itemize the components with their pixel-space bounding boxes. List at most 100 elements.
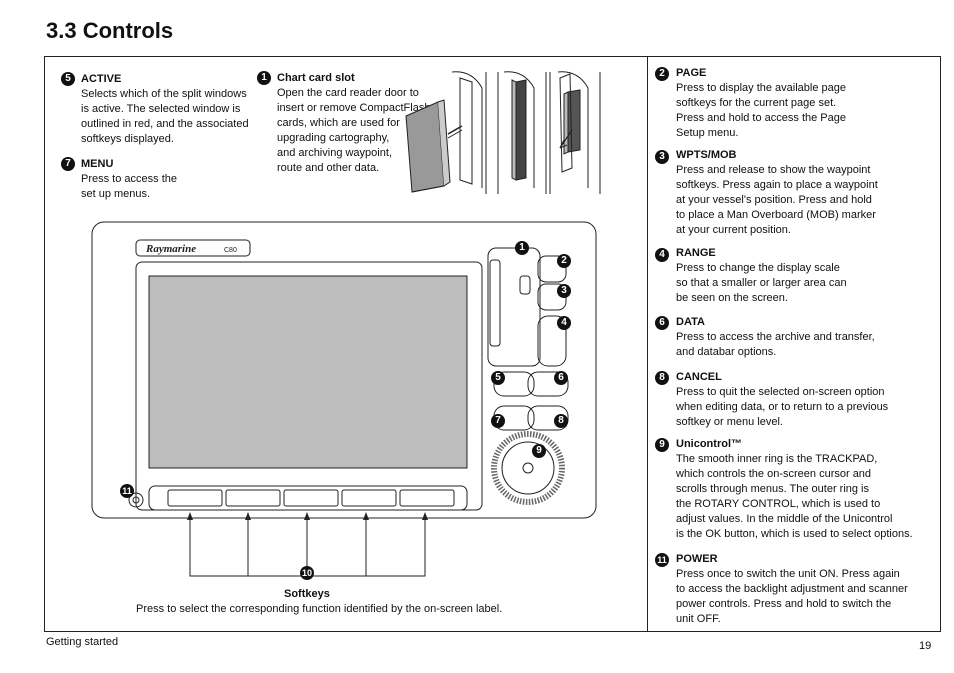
text-line: Press once to switch the unit ON. Press … [676, 568, 900, 580]
data-button [527, 371, 569, 397]
text-line: Press to access the [81, 173, 177, 185]
text-line: so that a smaller or larger area can [676, 277, 847, 289]
text-line: when editing data, or to return to a pre… [676, 401, 889, 413]
callout-badge-3: 3 [655, 150, 669, 164]
callout-5: 5 [491, 371, 505, 385]
callout-1: 1 [515, 241, 529, 255]
data-title: DATA [676, 316, 705, 328]
text-line: Selects which of the split windows [81, 88, 247, 100]
wpts-mob-description: WPTS/MOB Press and release to show the w… [676, 148, 878, 238]
text-line: and databar options. [676, 346, 777, 358]
softkey-button [341, 489, 397, 507]
text-line: Press to quit the selected on-screen opt… [676, 386, 885, 398]
softkey-button [399, 489, 455, 507]
callout-3: 3 [557, 284, 571, 298]
callout-badge-4: 4 [655, 248, 669, 262]
chart-card-description: Chart card slot Open the card reader doo… [277, 71, 430, 176]
callout-7: 7 [491, 414, 505, 428]
callout-4: 4 [557, 316, 571, 330]
text-line: and archiving waypoint, [277, 147, 392, 159]
page-number: 19 [919, 640, 932, 652]
active-title: ACTIVE [81, 73, 122, 85]
text-line: scrolls through menus. The outer ring is [676, 483, 869, 495]
power-button [128, 492, 144, 508]
wpts-mob-title: WPTS/MOB [676, 149, 737, 161]
page-button [537, 255, 567, 283]
text-line: Press to display the available page [676, 82, 846, 94]
text-line: the ROTARY CONTROL, which is used to [676, 498, 881, 510]
softkey-button [283, 489, 339, 507]
softkeys-title: Softkeys [284, 588, 330, 600]
text-line: at your vessel's position. Press and hol… [676, 194, 872, 206]
range-title: RANGE [676, 247, 716, 259]
softkey-button [225, 489, 281, 507]
display-unit-illustration: Raymarine C80 [91, 221, 597, 577]
text-line: at your current position. [676, 224, 791, 236]
cancel-title: CANCEL [676, 371, 722, 383]
range-button [537, 315, 567, 367]
callout-11: 11 [120, 484, 134, 498]
callout-badge-2: 2 [655, 67, 669, 81]
text-line: to access the backlight adjustment and s… [676, 583, 908, 595]
page-description: PAGE Press to display the available page… [676, 66, 846, 141]
cancel-button [527, 405, 569, 431]
callout-10: 10 [300, 566, 314, 580]
page-title: 3.3 Controls [46, 18, 174, 43]
unicontrol-title: Unicontrol™ [676, 438, 742, 450]
text-line: cards, which are used for [277, 117, 400, 129]
callout-6: 6 [554, 371, 568, 385]
text-line: The smooth inner ring is the TRACKPAD, [676, 453, 878, 465]
page-title-label: PAGE [676, 67, 707, 79]
footer-section-label: Getting started [46, 636, 119, 648]
text-line: Press and hold to access the Page [676, 112, 846, 124]
text-line: power controls. Press and hold to switch… [676, 598, 892, 610]
text-line: which controls the on-screen cursor and [676, 468, 872, 480]
text-line: Press to access the archive and transfer… [676, 331, 875, 343]
callout-badge-9: 9 [655, 438, 669, 452]
chart-card-title: Chart card slot [277, 72, 355, 84]
brand-plate [135, 239, 251, 257]
text-line: Setup menu. [676, 127, 739, 139]
power-description: POWER Press once to switch the unit ON. … [676, 552, 908, 627]
display-screen [148, 275, 468, 469]
rotary-control [491, 431, 565, 505]
content-frame [44, 56, 941, 632]
text-line: adjust values. In the middle of the Unic… [676, 513, 893, 525]
text-line: is active. The selected window is [81, 103, 241, 115]
text-line: outlined in red, and the associated [81, 118, 249, 130]
callout-badge-7: 7 [61, 157, 75, 171]
power-title: POWER [676, 553, 718, 565]
card-slot-door [489, 259, 501, 347]
text-line: softkeys for the current page set. [676, 97, 837, 109]
text-line: Open the card reader door to [277, 87, 419, 99]
cancel-description: CANCEL Press to quit the selected on-scr… [676, 370, 888, 430]
callout-badge-5: 5 [61, 72, 75, 86]
trackpad [501, 441, 555, 495]
text-line: Press to change the display scale [676, 262, 840, 274]
text-line: be seen on the screen. [676, 292, 788, 304]
model-label: C80 [224, 247, 237, 254]
brand-logo: Raymarine [145, 243, 196, 255]
callout-8: 8 [554, 414, 568, 428]
text-line: softkeys. Press again to place a waypoin… [676, 179, 878, 191]
menu-title: MENU [81, 158, 114, 170]
ok-button [522, 462, 534, 474]
active-description: ACTIVE Selects which of the split window… [81, 72, 249, 147]
softkey-button [167, 489, 223, 507]
unicontrol-description: Unicontrol™ The smooth inner ring is the… [676, 437, 913, 542]
unit-bezel [91, 221, 597, 519]
callout-badge-1: 1 [257, 71, 271, 85]
data-description: DATA Press to access the archive and tra… [676, 315, 875, 360]
text-line: softkey or menu level. [676, 416, 783, 428]
card-slot-illustration [405, 71, 601, 194]
text-line: to place a Man Overboard (MOB) marker [676, 209, 876, 221]
callout-badge-6: 6 [655, 316, 669, 330]
callout-badge-11: 11 [655, 553, 669, 567]
text-line: set up menus. [81, 188, 151, 200]
column-divider [647, 56, 648, 632]
softkeys-description: Press to select the corresponding functi… [136, 603, 503, 615]
text-line: insert or remove CompactFlash [277, 102, 431, 114]
text-line: upgrading cartography, [277, 132, 390, 144]
text-line: route and other data. [277, 162, 380, 174]
callout-badge-8: 8 [655, 371, 669, 385]
